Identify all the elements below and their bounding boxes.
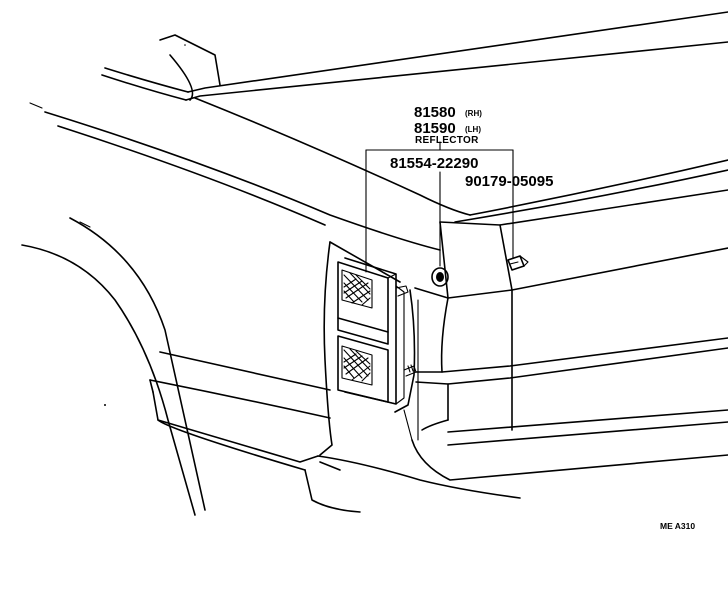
gasket-part-label: 81554-22290 <box>390 155 478 172</box>
part-side-lh: (LH) <box>465 125 481 134</box>
wheel-arch <box>21 217 206 516</box>
gasket-part <box>431 267 449 287</box>
mounting-stud-lower <box>403 364 417 377</box>
diagram-code: ME A310 <box>660 521 695 531</box>
part-number-rh: 81580 <box>414 104 456 121</box>
scan-specks <box>104 44 186 406</box>
lens-prism-texture-upper <box>341 269 373 309</box>
leader-bracket <box>365 141 514 273</box>
part-label-rh: 81580 (RH) <box>414 104 482 121</box>
part-side-rh: (RH) <box>465 109 482 118</box>
screw-part-label: 90179-05095 <box>465 173 553 190</box>
roof-outline <box>101 11 728 101</box>
bumper-block <box>403 189 728 481</box>
part-number-lh: 81590 <box>414 120 456 137</box>
part-label-lh: 81590 (LH) <box>414 120 481 137</box>
lens-prism-texture-lower <box>341 345 373 386</box>
hood-lines <box>29 97 728 251</box>
reflector-name-label: REFLECTOR <box>415 135 479 146</box>
housing-recess <box>319 241 416 456</box>
mounting-stud-upper <box>395 285 409 297</box>
reflector-assembly <box>337 257 417 405</box>
screw-part <box>507 255 529 271</box>
lower-body <box>149 351 521 513</box>
